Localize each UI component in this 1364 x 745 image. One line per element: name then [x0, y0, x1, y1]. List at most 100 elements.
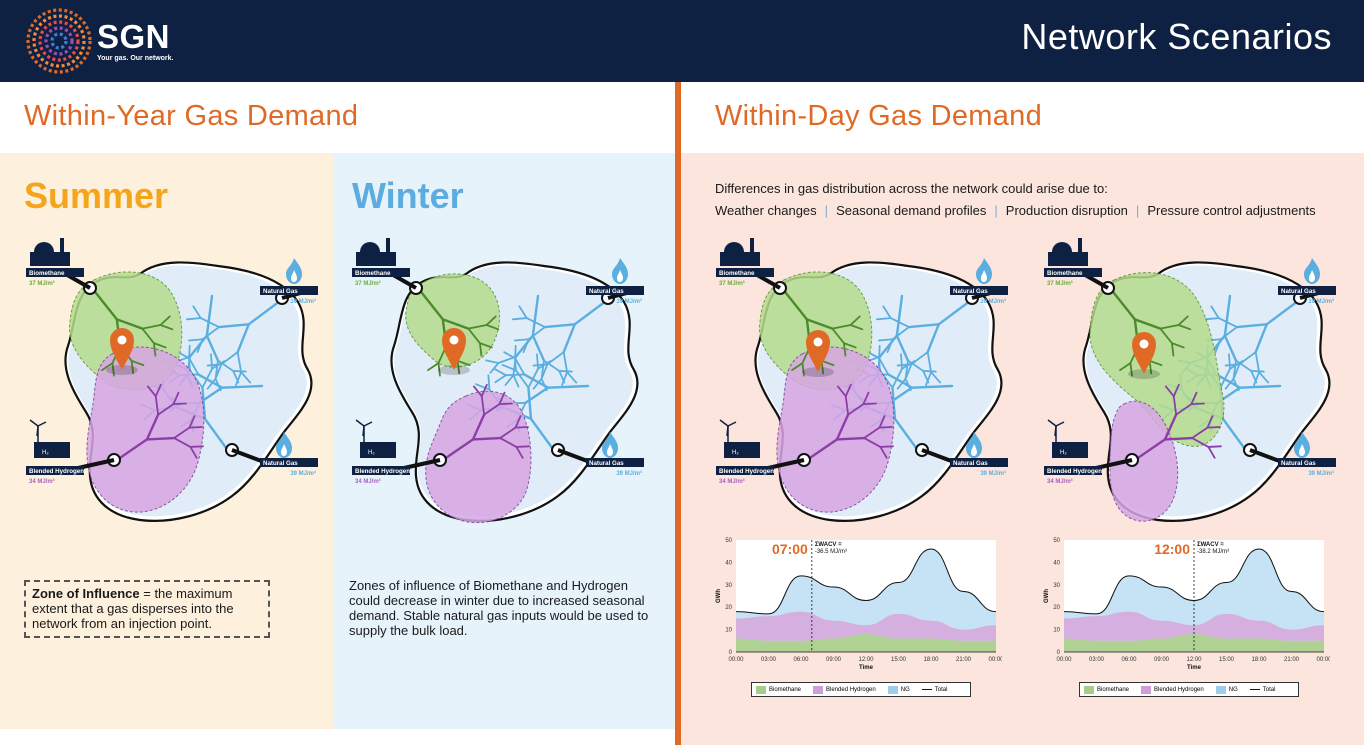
pipe-segment	[504, 373, 526, 377]
pipe-segment	[146, 385, 157, 398]
pipe-segment	[189, 446, 198, 459]
pipe-segment	[878, 415, 886, 429]
pipe-segment	[217, 359, 235, 372]
pipe-segment	[236, 351, 243, 374]
pipe-segment	[843, 342, 857, 349]
pipe-segment	[891, 386, 897, 421]
pipe-segment	[1171, 342, 1175, 357]
pipe-segment	[926, 351, 933, 374]
legend-item: NG	[887, 685, 910, 694]
pipe-segment	[863, 437, 882, 448]
pipe-segment	[187, 338, 204, 342]
total-line	[735, 548, 997, 615]
pipe-segment	[1148, 359, 1163, 367]
digester-dome	[1052, 242, 1072, 252]
digester-dome	[34, 242, 54, 252]
pipe-segment	[199, 317, 220, 328]
pipe-segment	[145, 413, 160, 441]
pipe-segment	[1210, 305, 1220, 319]
reason-separator: |	[994, 203, 998, 218]
source-cv: 37 MJ/m³	[29, 280, 55, 287]
y-tick-label: 50	[1053, 538, 1060, 544]
legend-item: Biomethane	[756, 685, 801, 694]
natural-plant-icon	[612, 258, 628, 284]
pipe-segment	[499, 437, 518, 448]
pipe-segment	[1177, 324, 1192, 331]
pin-center	[813, 337, 823, 347]
page-title: Network Scenarios	[1021, 16, 1332, 57]
x-tick-label: 15:00	[891, 657, 907, 663]
y-tick-label: 40	[1053, 560, 1060, 566]
pipe-segment	[153, 342, 157, 357]
pipe-segment	[479, 342, 483, 357]
source-name: Natural Gas	[263, 288, 298, 295]
flame-core	[1299, 444, 1305, 456]
pipe-segment	[525, 317, 546, 328]
pipe-segment	[925, 371, 933, 386]
y-tick-label: 10	[1053, 628, 1060, 634]
pipe-segment	[907, 359, 925, 372]
flame-core	[971, 444, 977, 456]
hydrogen-zone	[425, 390, 532, 524]
legend-label: NG	[900, 686, 910, 693]
pipe-segment	[485, 315, 497, 326]
legend-swatch	[1141, 685, 1152, 694]
source-cv: 37 MJ/m³	[1047, 280, 1073, 287]
pipe-segment	[159, 315, 171, 326]
y-tick-label: 20	[725, 605, 732, 611]
pipe-segment	[1228, 353, 1232, 370]
legend-label: NG	[1228, 686, 1238, 693]
source-name: Blended Hydrogen	[719, 468, 774, 475]
pipe-segment	[1233, 363, 1241, 379]
pipe-segment	[475, 383, 491, 391]
flame-core	[617, 270, 623, 282]
source-name: Natural Gas	[1281, 288, 1316, 295]
pipe-segment	[876, 317, 892, 321]
pipe-segment	[878, 334, 899, 359]
y-tick-label: 50	[725, 538, 732, 544]
biomethane-area	[736, 634, 996, 652]
plant-base	[724, 442, 760, 458]
pipe-segment	[1172, 383, 1180, 398]
digester-dome	[724, 242, 744, 252]
pipe-segment	[1207, 445, 1222, 448]
hydrogen-zone	[86, 346, 205, 513]
pipe-segment	[895, 334, 910, 362]
pipe-segment	[835, 413, 850, 441]
within-day-title: Within-Day Gas Demand	[715, 100, 1043, 132]
digester-dome	[360, 242, 380, 252]
pipe-segment	[820, 359, 835, 367]
pipe-segment	[1163, 436, 1194, 441]
pipe-segment	[849, 324, 864, 331]
pipe-segment	[904, 359, 909, 380]
pipe-segment	[472, 385, 483, 398]
location-pin-icon	[1132, 332, 1156, 374]
pipe-segment	[543, 323, 576, 329]
pipe-segment	[1129, 362, 1133, 377]
plant-base	[1052, 442, 1088, 458]
pipe-segment	[90, 286, 119, 321]
label-bar	[716, 268, 774, 277]
turbine-blades	[1047, 419, 1065, 437]
location-pin-icon	[110, 328, 134, 370]
connector-pipe	[557, 448, 591, 464]
source-cv: 39 MJ/m³	[290, 470, 316, 477]
x-tick-label: 03:00	[1089, 657, 1105, 663]
source-name: Natural Gas	[589, 288, 624, 295]
wacv-annotation: ΣWACV =	[1197, 542, 1224, 548]
pipe-segment	[561, 371, 569, 386]
within-day-intro: Differences in gas distribution across t…	[715, 181, 1108, 196]
natural-gas-pipes	[140, 294, 286, 458]
x-tick-label: 09:00	[826, 657, 842, 663]
pipe-segment	[1148, 359, 1153, 375]
legend-label: Biomethane	[1097, 686, 1130, 693]
x-tick-label: 21:00	[956, 657, 972, 663]
pipe-segment	[198, 386, 224, 405]
pipe-segment	[524, 386, 550, 405]
pipe-segment	[217, 323, 250, 329]
x-tick-label: 18:00	[1251, 657, 1267, 663]
flame-core	[291, 270, 297, 282]
